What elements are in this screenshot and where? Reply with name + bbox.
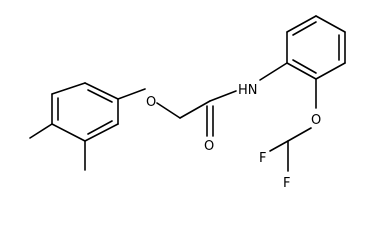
bond [286,62,317,80]
bond [287,127,312,142]
bond [156,102,181,119]
bond [179,100,211,119]
carbonyl-oxygen-label: O [204,139,214,154]
bond [259,62,288,81]
bond [51,82,86,95]
bond [87,120,113,135]
bond [292,59,317,74]
fluorine-label-1: F [259,151,266,166]
bond [286,15,317,33]
methyl-bond-para [29,123,53,139]
ether-oxygen-label: O [146,95,156,110]
difluoro-oxygen-label: O [311,113,321,128]
bond [51,123,86,142]
chemical-structure-diagram: O O HN O F F [29,15,346,191]
dimethylphenyl-ring [51,82,119,142]
amide-nh-label: HN [238,83,258,98]
bond [84,82,119,100]
bond [315,15,346,33]
bond [269,140,289,152]
bond [87,89,113,103]
bond [209,90,237,102]
phenyl-ring [286,15,346,80]
bond [315,62,346,80]
fluorine-label-2: F [283,176,290,191]
bond [117,88,146,100]
bond [292,21,317,36]
bond [84,123,119,142]
